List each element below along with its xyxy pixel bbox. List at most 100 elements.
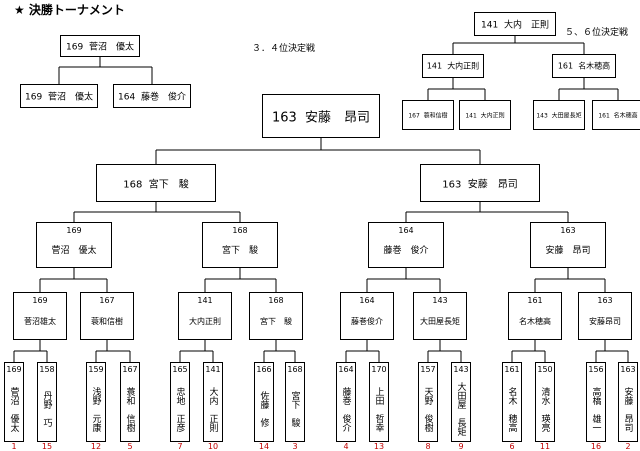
semifinal-box-number: 169 (66, 226, 82, 235)
third-place-right-number: 164 (118, 92, 136, 103)
final-right: 163 安藤 昂司 (420, 164, 540, 202)
player-box-name: 藤巻 俊介 (340, 386, 351, 432)
seed-number: 14 (258, 442, 270, 451)
fifth-place-semi-2-number: 161 (557, 61, 574, 71)
fifth-place-entry-name: 大内正則 (480, 112, 505, 120)
player-box-number: 169 (6, 365, 22, 374)
player-box-number: 164 (338, 365, 354, 374)
quarterfinal-box: 143 大田屋長矩 (413, 292, 467, 340)
player-box-name: 忠地 正彦 (174, 386, 185, 432)
page-title: ★ 決勝トーナメント (14, 3, 125, 17)
player-box-number: 167 (122, 365, 138, 374)
third-place-right: 164 藤巻 俊介 (113, 84, 191, 108)
player-box-name: 浅野 元康 (90, 386, 101, 432)
player-box-name: 宮下 駿 (289, 391, 300, 427)
third-place-right-name: 藤巻 俊介 (140, 92, 186, 103)
player-box: 169 菅沼 優太 (4, 362, 24, 442)
fifth-place-semi-1-name: 大内正則 (447, 61, 480, 71)
semifinal-box-number: 163 (560, 226, 576, 235)
player-box: 141 大内 正則 (203, 362, 223, 442)
quarterfinal-box-name: 蓑和信樹 (91, 317, 123, 326)
player-box: 150 清水 瑛亮 (535, 362, 555, 442)
player-box-name: 上田 哲幸 (373, 386, 384, 432)
third-place-winner-name: 菅沼 優太 (88, 42, 134, 53)
seed-number: 4 (343, 442, 349, 451)
player-box-name: 天野 俊樹 (422, 386, 433, 432)
player-box-name: 安藤 昂司 (622, 386, 633, 432)
player-box-number: 168 (287, 365, 303, 374)
quarterfinal-box-number: 143 (432, 296, 448, 305)
player-box-name: 名木 穂高 (506, 386, 517, 432)
player-box-number: 143 (453, 365, 469, 374)
player-box: 164 藤巻 俊介 (336, 362, 356, 442)
final-left: 168 宮下 駿 (96, 164, 216, 202)
third-place-winner-number: 169 (66, 42, 84, 53)
player-box-name: 大内 正則 (207, 386, 218, 432)
player-box-name: 蓑和 信樹 (124, 386, 135, 432)
player-box-name: 高橋 雄一 (590, 386, 601, 432)
semifinal-box-name: 安藤 昂司 (545, 246, 591, 256)
fifth-place-entry-number: 143 (536, 112, 548, 120)
player-box-number: 158 (39, 365, 55, 374)
quarterfinal-box-number: 167 (99, 296, 115, 305)
player-box: 167 蓑和 信樹 (120, 362, 140, 442)
quarterfinal-box-number: 164 (359, 296, 375, 305)
quarterfinal-box-number: 141 (197, 296, 213, 305)
fifth-place-entry: 167 蓑和信樹 (402, 100, 454, 130)
final-left-number: 168 (123, 179, 143, 191)
quarterfinal-box-name: 大田屋長矩 (420, 317, 460, 326)
player-box-number: 141 (205, 365, 221, 374)
fifth-place-winner: 141 大内 正則 (474, 12, 556, 36)
quarterfinal-box-name: 安藤昂司 (589, 317, 621, 326)
final-left-name: 宮下 駿 (148, 179, 189, 191)
fifth-place-semi-1: 141 大内正則 (422, 54, 484, 78)
player-box-number: 156 (588, 365, 604, 374)
player-box-name: 大田屋 長矩 (455, 382, 466, 436)
seed-number: 7 (177, 442, 183, 451)
semifinal-box-name: 藤巻 俊介 (383, 246, 429, 256)
player-box: 168 宮下 駿 (285, 362, 305, 442)
quarterfinal-box-name: 菅沼雄太 (24, 317, 56, 326)
fifth-place-winner-number: 141 (481, 20, 499, 31)
player-box-number: 159 (88, 365, 104, 374)
seed-number: 3 (292, 442, 298, 451)
quarterfinal-box-name: 宮下 駿 (260, 317, 292, 326)
semifinal-box-name: 宮下 駿 (221, 246, 258, 256)
seed-number: 5 (127, 442, 133, 451)
fifth-place-entry: 141 大内正則 (459, 100, 511, 130)
fifth-place-entry-name: 名木穂高 (613, 112, 638, 120)
seed-number: 12 (90, 442, 102, 451)
fifth-place-entry-name: 大田屋長矩 (551, 112, 582, 120)
player-box-name: 菅沼 優太 (8, 386, 19, 432)
player-box-number: 166 (256, 365, 272, 374)
quarterfinal-box-number: 163 (597, 296, 613, 305)
seed-number: 9 (458, 442, 464, 451)
fifth-place-entry-number: 141 (465, 112, 477, 120)
player-box: 143 大田屋 長矩 (451, 362, 471, 442)
quarterfinal-box: 168 宮下 駿 (249, 292, 303, 340)
fifth-place-label: ５、６位決定戦 (565, 28, 629, 38)
quarterfinal-box-number: 168 (268, 296, 284, 305)
fifth-place-semi-1-number: 141 (426, 61, 443, 71)
seed-number: 15 (41, 442, 53, 451)
third-place-left-name: 菅沼 優太 (47, 92, 93, 103)
fifth-place-semi-2: 161 名木穂高 (552, 54, 616, 78)
third-place-left-number: 169 (25, 92, 43, 103)
champion-box-name: 安藤 昂司 (305, 110, 371, 126)
player-box-number: 170 (371, 365, 387, 374)
fifth-place-entry: 161 名木穂高 (592, 100, 640, 130)
third-place-winner: 169 菅沼 優太 (60, 35, 140, 57)
seed-number: 6 (509, 442, 515, 451)
player-box-name: 清水 瑛亮 (539, 386, 550, 432)
seed-number: 2 (625, 442, 631, 451)
player-box-number: 150 (537, 365, 553, 374)
